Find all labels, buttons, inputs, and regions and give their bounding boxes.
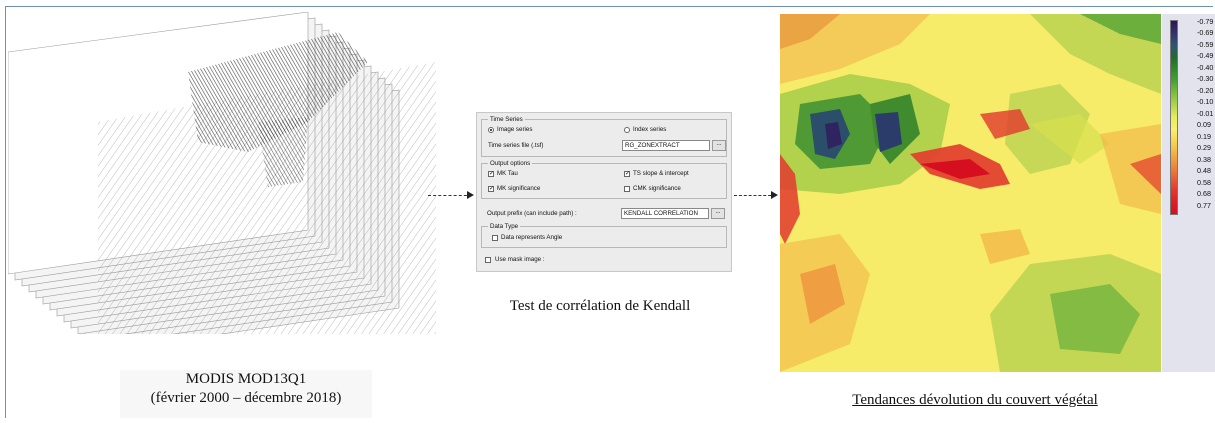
figure-frame — [5, 6, 1213, 418]
index-series-label: Index series — [633, 126, 667, 133]
output-prefix-browse-button[interactable]: ... — [711, 208, 725, 219]
ts-slope-label: TS slope & intercept — [633, 170, 689, 177]
time-series-group: Time Series Image series Index series Ti… — [481, 115, 727, 157]
time-series-title: Time Series — [488, 115, 525, 124]
legend-value: -0.79 — [1197, 17, 1214, 26]
legend-value: -0.30 — [1197, 74, 1214, 84]
middle-caption: Test de corrélation de Kendall — [509, 298, 691, 314]
output-prefix-label: Output prefix (can include path) : — [487, 210, 577, 217]
time-series-file-input[interactable]: RG_ZONEXTRACT — [622, 140, 710, 151]
data-type-group: Data Type Data represents Angle — [481, 222, 727, 248]
data-angle-checkbox[interactable] — [492, 235, 498, 241]
index-series-radio[interactable] — [624, 127, 630, 133]
legend-value: -0.10 — [1197, 97, 1214, 107]
legend-value: 0.77 — [1197, 200, 1211, 210]
trend-map — [780, 14, 1161, 372]
modis-image-stack — [8, 12, 436, 334]
left-caption: MODIS MOD13Q1 (février 2000 – décembre 2… — [120, 370, 372, 418]
output-options-group: Output options ✓ MK Tau ✓ TS slope & int… — [481, 159, 727, 199]
image-series-radio[interactable] — [488, 127, 494, 133]
legend-value: 0.29 — [1197, 143, 1211, 153]
legend-value: 0.58 — [1197, 177, 1211, 187]
time-series-file-label: Time series file (.tsf) — [488, 142, 544, 149]
mk-significance-checkbox[interactable]: ✓ — [488, 186, 495, 192]
legend-color-bar — [1170, 20, 1178, 215]
legend-value: 0.38 — [1197, 154, 1211, 164]
legend-value: -0.69 — [1197, 28, 1214, 38]
legend-value: -0.59 — [1197, 39, 1214, 49]
legend-value: 0.68 — [1197, 189, 1211, 199]
ts-slope-checkbox[interactable]: ✓ — [624, 171, 631, 177]
data-type-title: Data Type — [488, 222, 521, 231]
arrow-right — [734, 191, 778, 199]
mk-tau-label: MK Tau — [497, 170, 518, 177]
output-options-title: Output options — [488, 159, 533, 168]
mask-label: Use mask image : — [495, 256, 545, 263]
legend-value: 0.19 — [1197, 131, 1211, 141]
cmk-significance-label: CMK significance — [633, 185, 681, 192]
legend-value: 0.48 — [1197, 166, 1211, 176]
arrow-left — [428, 191, 474, 199]
legend-value: 0.09 — [1197, 120, 1211, 130]
legend-value: -0.20 — [1197, 85, 1214, 95]
legend-value: -0.40 — [1197, 62, 1214, 72]
legend-value: -0.01 — [1197, 108, 1214, 118]
image-series-label: Image series — [497, 126, 533, 133]
mk-tau-checkbox[interactable]: ✓ — [488, 171, 495, 177]
right-caption: Tendances dévolution du couvert végétal — [852, 392, 1098, 408]
legend-value: -0.49 — [1197, 51, 1214, 61]
time-series-browse-button[interactable]: ... — [712, 140, 726, 151]
kendall-dialog: Time Series Image series Index series Ti… — [476, 112, 732, 272]
mask-checkbox[interactable] — [485, 257, 491, 263]
data-angle-label: Data represents Angle — [501, 234, 563, 241]
output-prefix-input[interactable]: KENDALL CORRELATION — [621, 208, 709, 219]
cmk-significance-checkbox[interactable] — [624, 186, 630, 192]
mk-significance-label: MK significance — [497, 185, 541, 192]
left-caption-line1: MODIS MOD13Q1 — [185, 371, 307, 387]
left-caption-line2: (février 2000 – décembre 2018) — [150, 390, 342, 406]
